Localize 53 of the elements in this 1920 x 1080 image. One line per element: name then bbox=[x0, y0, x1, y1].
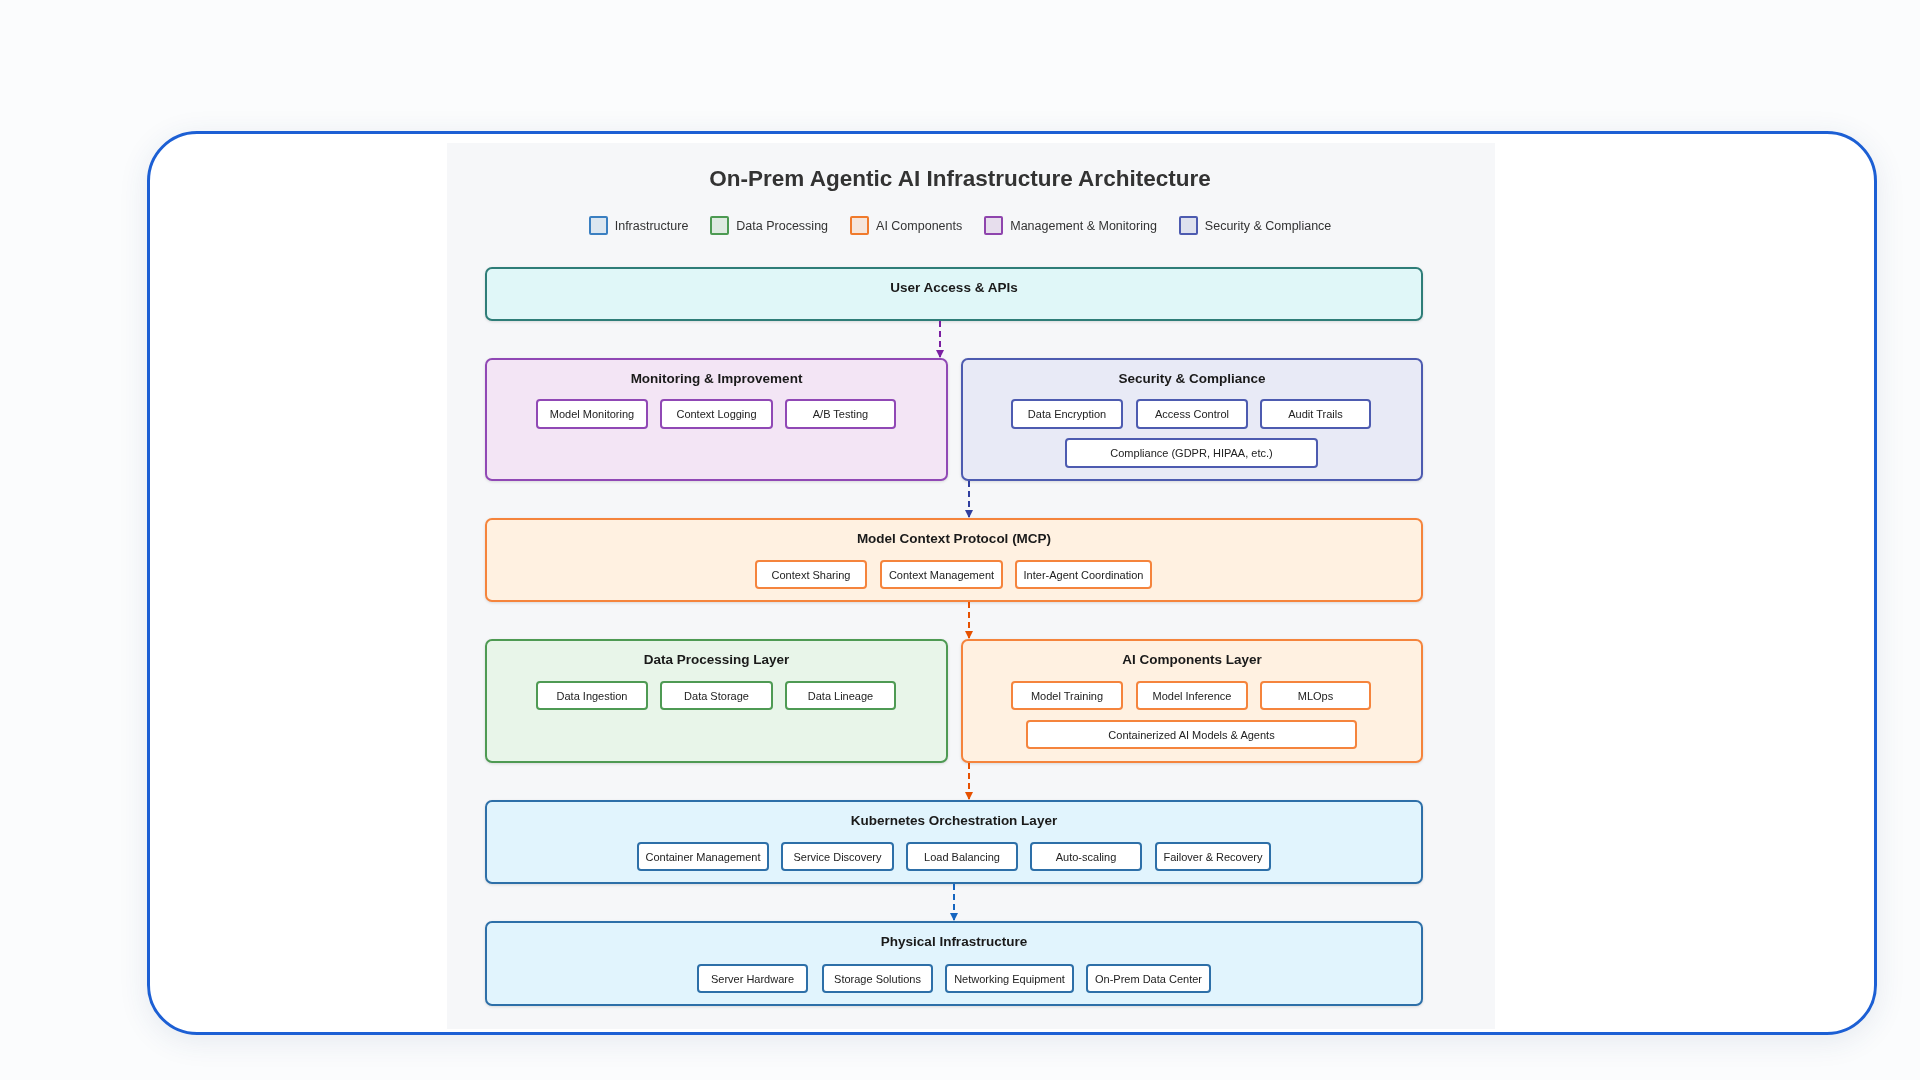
component-box: Compliance (GDPR, HIPAA, etc.) bbox=[1065, 438, 1318, 468]
layer-box bbox=[961, 639, 1423, 763]
component-box: Container Management bbox=[637, 842, 769, 871]
layer-box bbox=[485, 358, 948, 481]
component-box: Access Control bbox=[1136, 399, 1248, 429]
layer-title: Kubernetes Orchestration Layer bbox=[850, 812, 1058, 830]
component-box: Server Hardware bbox=[697, 964, 808, 993]
legend-label: AI Components bbox=[876, 217, 963, 235]
component-box: Storage Solutions bbox=[822, 964, 933, 993]
flow-arrow bbox=[950, 883, 958, 922]
component-box: MLOps bbox=[1260, 681, 1371, 710]
flow-arrow bbox=[965, 762, 973, 801]
component-box: Inter-Agent Coordination bbox=[1015, 560, 1152, 589]
flow-arrow bbox=[965, 601, 973, 640]
layer-title: Monitoring & Improvement bbox=[630, 370, 803, 388]
layer-box bbox=[485, 921, 1423, 1006]
component-box: Context Sharing bbox=[755, 560, 867, 589]
component-box: Context Management bbox=[880, 560, 1003, 589]
legend-label: Data Processing bbox=[736, 217, 829, 235]
legend-label: Management & Monitoring bbox=[1010, 217, 1157, 235]
layer-box bbox=[485, 518, 1423, 602]
flow-arrow bbox=[965, 480, 973, 519]
diagram-title: On-Prem Agentic AI Infrastructure Architecture bbox=[709, 166, 1211, 191]
flow-arrow bbox=[936, 320, 944, 359]
legend-label: Infrastructure bbox=[614, 217, 689, 235]
component-box: Containerized AI Models & Agents bbox=[1026, 720, 1357, 749]
component-box: Data Storage bbox=[660, 681, 773, 710]
layer-title: Model Context Protocol (MCP) bbox=[856, 530, 1052, 548]
component-box: Model Inference bbox=[1136, 681, 1248, 710]
component-box: Service Discovery bbox=[781, 842, 894, 871]
component-box: Model Training bbox=[1011, 681, 1123, 710]
layer-title: Security & Compliance bbox=[1118, 370, 1266, 388]
component-box: Data Ingestion bbox=[536, 681, 648, 710]
layer-title: Data Processing Layer bbox=[643, 651, 790, 669]
component-box: Model Monitoring bbox=[536, 399, 648, 429]
component-box: Data Encryption bbox=[1011, 399, 1123, 429]
legend-label: Security & Compliance bbox=[1204, 217, 1332, 235]
layer-box bbox=[485, 639, 948, 763]
component-box: Networking Equipment bbox=[945, 964, 1074, 993]
component-box: Audit Trails bbox=[1260, 399, 1371, 429]
layer-title: User Access & APIs bbox=[890, 279, 1018, 297]
layer-box bbox=[485, 267, 1423, 321]
component-box: Load Balancing bbox=[906, 842, 1018, 871]
layer-box bbox=[961, 358, 1423, 481]
component-box: Data Lineage bbox=[785, 681, 896, 710]
component-box: On-Prem Data Center bbox=[1086, 964, 1211, 993]
component-box: Context Logging bbox=[660, 399, 773, 429]
component-box: A/B Testing bbox=[785, 399, 896, 429]
component-box: Failover & Recovery bbox=[1155, 842, 1271, 871]
layer-box bbox=[485, 800, 1423, 884]
layer-title: AI Components Layer bbox=[1122, 651, 1262, 669]
layer-title: Physical Infrastructure bbox=[880, 933, 1028, 951]
component-box: Auto-scaling bbox=[1030, 842, 1142, 871]
